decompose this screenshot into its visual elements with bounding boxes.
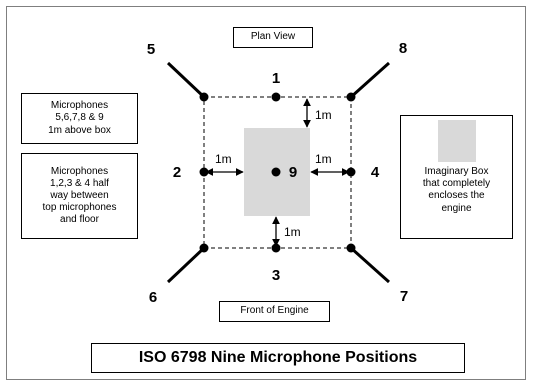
note-upper-line-3: 1m above box [48, 124, 111, 136]
diagram-title: ISO 6798 Nine Microphone Positions [91, 343, 465, 373]
note-lower-line-3: way between [50, 189, 109, 201]
mic-2-label: 2 [172, 164, 182, 181]
note-lower-line-4: top microphones [42, 202, 117, 214]
note-lower-microphones: Microphones 1,2,3 & 4 half way between t… [21, 153, 138, 239]
mic-3-label: 3 [271, 267, 281, 284]
note-upper-microphones: Microphones 5,6,7,8 & 9 1m above box [21, 93, 138, 144]
mic-4-dot [346, 167, 356, 177]
line-mic-6 [166, 246, 206, 284]
mic-9-label: 9 [288, 164, 298, 181]
mic-5-label: 5 [146, 41, 156, 58]
mic-1-label: 1 [271, 70, 281, 87]
line-mic-7 [349, 246, 391, 284]
mic-2-dot [199, 167, 209, 177]
legend-line-4: engine [441, 202, 472, 214]
legend-swatch [437, 120, 476, 162]
line-mic-8 [349, 61, 391, 99]
imaginary-box-legend: Imaginary Box that completely encloses t… [400, 115, 513, 239]
mic-5-dot [199, 92, 209, 102]
mic-7-dot [346, 243, 356, 253]
mic-6-dot [199, 243, 209, 253]
dim-label-right: 1m [315, 152, 332, 166]
plan-view-label: Plan View [233, 27, 313, 48]
legend-line-2: that completely [422, 178, 491, 190]
mic-9-dot [271, 167, 281, 177]
note-lower-line-2: 1,2,3 & 4 half [50, 177, 109, 189]
mic-6-label: 6 [148, 289, 158, 306]
mic-1-dot [271, 92, 281, 102]
mic-3-dot [271, 243, 281, 253]
note-upper-line-2: 5,6,7,8 & 9 [55, 112, 104, 124]
legend-line-1: Imaginary Box [424, 166, 489, 177]
front-of-engine-label: Front of Engine [219, 301, 330, 322]
dim-label-top: 1m [315, 108, 332, 122]
dim-label-left: 1m [215, 152, 232, 166]
note-lower-line-1: Microphones [50, 165, 109, 177]
mic-8-dot [346, 92, 356, 102]
note-upper-line-1: Microphones [50, 100, 109, 112]
mic-4-label: 4 [370, 164, 380, 181]
mic-8-label: 8 [398, 40, 408, 57]
dim-label-bottom: 1m [284, 225, 301, 239]
line-mic-5 [166, 61, 206, 99]
mic-7-label: 7 [399, 288, 409, 305]
legend-line-3: encloses the [428, 190, 485, 202]
note-lower-line-5: and floor [60, 214, 99, 226]
